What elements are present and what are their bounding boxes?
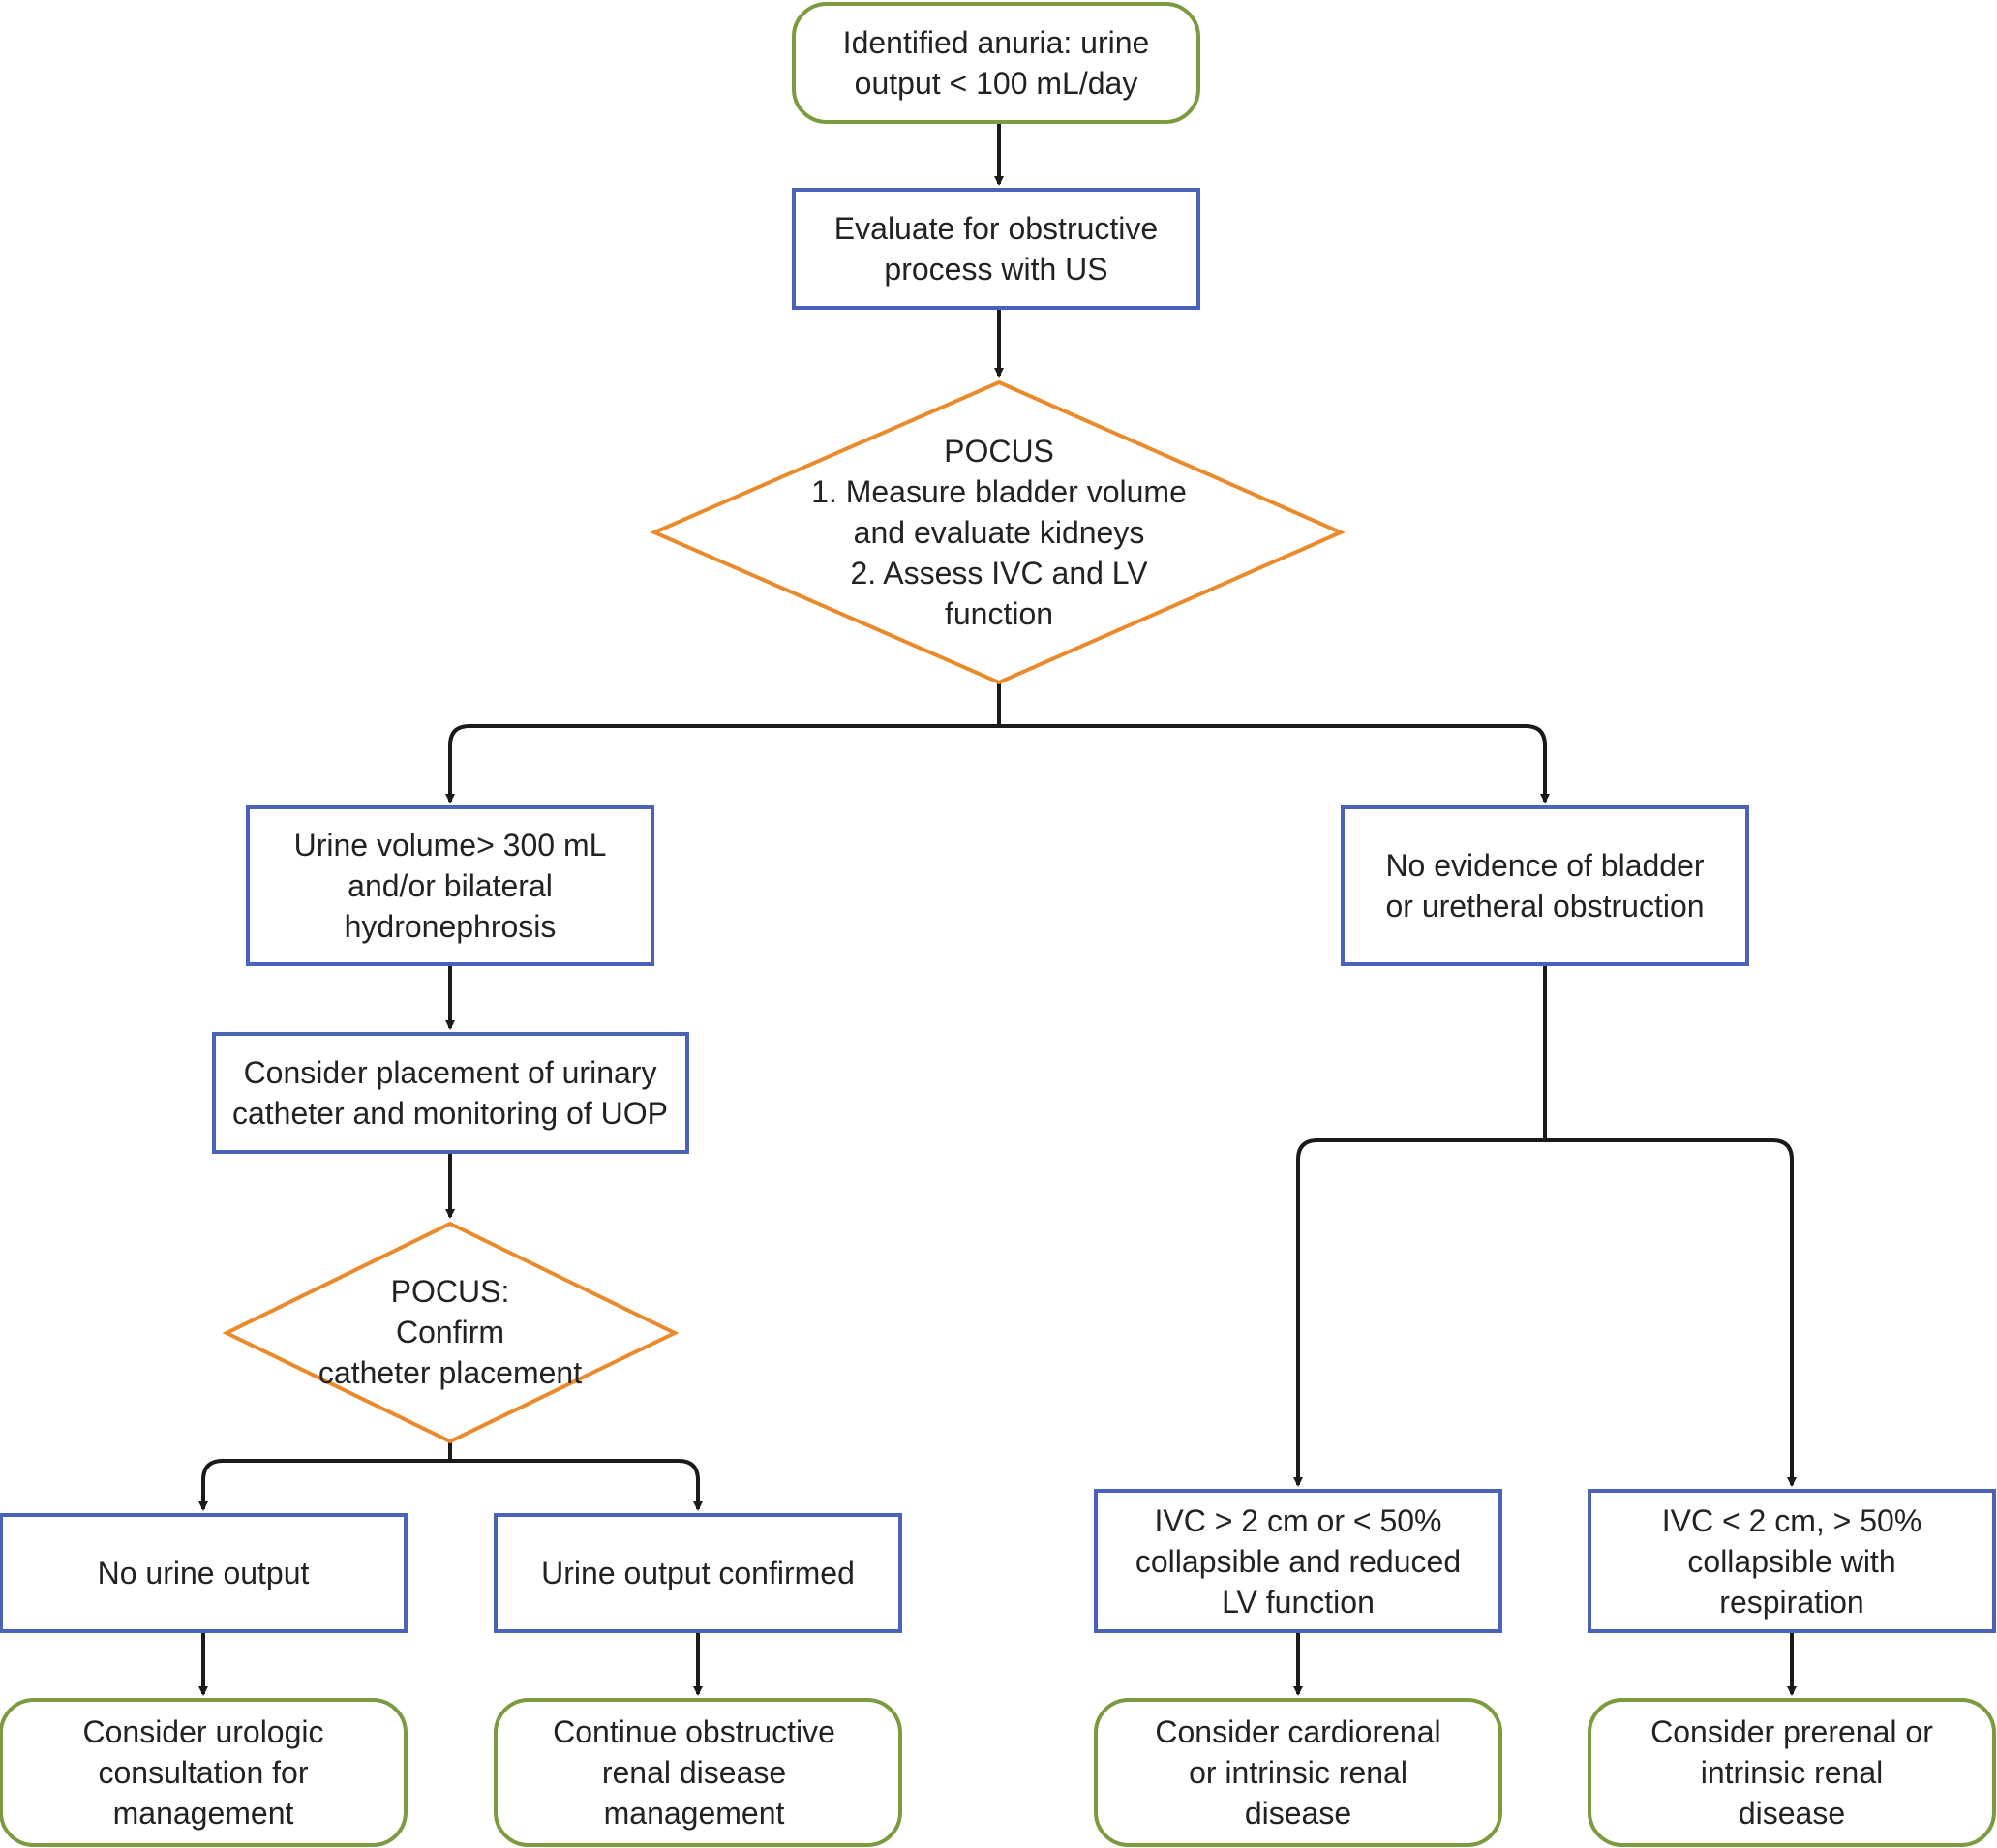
urologic-terminal-line-3: management xyxy=(113,1796,294,1831)
start-terminal-line-1: Identified anuria: urine xyxy=(843,25,1150,60)
connector-to-no-urine xyxy=(198,1459,450,1511)
no-evidence-box-line-1: No evidence of bladder xyxy=(1385,848,1704,883)
prerenal-terminal: Consider prerenal or intrinsic renal disea… xyxy=(1588,1698,1996,1847)
pocus-catheter-decision-line-3: catheter placement xyxy=(318,1355,582,1390)
ivc-high-box: IVC > 2 cm or < 50% collapsible and reduc… xyxy=(1094,1489,1502,1633)
urine-confirmed-box: Urine output confirmed xyxy=(494,1513,902,1633)
prerenal-terminal-line-3: disease xyxy=(1739,1796,1845,1831)
no-evidence-box: No evidence of bladder or uretheral obstr… xyxy=(1341,805,1749,966)
connectors xyxy=(198,122,1797,1696)
connector-pocus-to-no-evidence xyxy=(999,724,1550,803)
evaluate-us-box-shape xyxy=(792,188,1200,310)
cardiorenal-terminal-line-2: or intrinsic renal xyxy=(1189,1755,1407,1790)
connector-pocus-to-urine-volume xyxy=(445,724,999,803)
urine-confirmed-box-shape xyxy=(494,1513,902,1633)
pocus-main-decision-shape xyxy=(649,379,1346,685)
pocus-catheter-decision-shape xyxy=(222,1221,680,1444)
ivc-low-box-line-2: collapsible with xyxy=(1687,1544,1895,1579)
evaluate-us-box-line-1: Evaluate for obstructive xyxy=(834,211,1158,246)
urine-volume-box: Urine volume> 300 mL and/or bilateral hydr… xyxy=(246,805,654,966)
cardiorenal-terminal-line-3: disease xyxy=(1245,1796,1351,1831)
prerenal-terminal-shape xyxy=(1588,1698,1996,1847)
start-terminal-line-2: output < 100 mL/day xyxy=(855,66,1138,101)
prerenal-terminal-line-1: Consider prerenal or xyxy=(1650,1714,1933,1749)
ivc-low-box-line-3: respiration xyxy=(1719,1585,1863,1620)
cardiorenal-terminal: Consider cardiorenal or intrinsic renal di… xyxy=(1094,1698,1502,1847)
connector-to-ivc-high xyxy=(1293,1138,1545,1487)
connector-to-ivc-low xyxy=(1545,1138,1797,1487)
catheter-box-shape xyxy=(212,1032,689,1154)
no-evidence-box-line-2: or uretheral obstruction xyxy=(1385,889,1704,924)
pocus-main-decision-line-1: POCUS xyxy=(944,434,1054,469)
no-urine-box-line-1: No urine output xyxy=(98,1556,310,1590)
continue-obstructive-terminal-shape xyxy=(494,1698,902,1847)
cardiorenal-terminal-line-1: Consider cardiorenal xyxy=(1155,1714,1440,1749)
pocus-main-decision-line-3: and evaluate kidneys xyxy=(854,515,1145,550)
evaluate-us-box-line-2: process with US xyxy=(884,252,1107,287)
prerenal-terminal-line-2: intrinsic renal xyxy=(1701,1755,1884,1790)
no-evidence-box-shape xyxy=(1341,805,1749,966)
catheter-box-line-1: Consider placement of urinary xyxy=(244,1055,657,1090)
urine-volume-box-line-3: hydronephrosis xyxy=(345,909,557,944)
continue-obstructive-terminal-line-3: management xyxy=(604,1796,785,1831)
start-terminal-shape xyxy=(792,2,1200,124)
continue-obstructive-terminal: Continue obstructive renal disease managem… xyxy=(494,1698,902,1847)
ivc-high-box-line-2: collapsible and reduced xyxy=(1135,1544,1461,1579)
continue-obstructive-terminal-line-1: Continue obstructive xyxy=(553,1714,835,1749)
pocus-main-decision: POCUS 1. Measure bladder volume and evalua… xyxy=(649,379,1346,685)
no-urine-box-shape xyxy=(0,1513,408,1633)
urologic-terminal-line-1: Consider urologic xyxy=(82,1714,323,1749)
connector-to-urine-confirmed xyxy=(450,1459,703,1511)
pocus-main-decision-line-4: 2. Assess IVC and LV xyxy=(850,556,1148,591)
catheter-box-line-2: catheter and monitoring of UOP xyxy=(232,1096,668,1131)
pocus-catheter-decision-line-1: POCUS: xyxy=(391,1274,510,1309)
continue-obstructive-terminal-line-2: renal disease xyxy=(602,1755,786,1790)
ivc-high-box-line-3: LV function xyxy=(1222,1585,1375,1620)
pocus-main-decision-line-5: function xyxy=(945,596,1053,631)
pocus-catheter-decision-line-2: Confirm xyxy=(396,1315,504,1349)
urine-volume-box-line-2: and/or bilateral xyxy=(348,868,553,903)
ivc-high-box-line-1: IVC > 2 cm or < 50% xyxy=(1154,1503,1441,1538)
ivc-high-box-shape xyxy=(1094,1489,1502,1633)
pocus-main-decision-line-2: 1. Measure bladder volume xyxy=(811,474,1187,509)
urologic-terminal-line-2: consultation for xyxy=(98,1755,308,1790)
urine-confirmed-box-line-1: Urine output confirmed xyxy=(541,1556,855,1590)
ivc-low-box: IVC < 2 cm, > 50% collapsible with respira… xyxy=(1588,1489,1996,1633)
ivc-low-box-shape xyxy=(1588,1489,1996,1633)
urine-volume-box-line-1: Urine volume> 300 mL xyxy=(294,828,607,863)
catheter-box: Consider placement of urinary catheter an… xyxy=(212,1032,689,1154)
cardiorenal-terminal-shape xyxy=(1094,1698,1502,1847)
evaluate-us-box: Evaluate for obstructive process with US xyxy=(792,188,1200,310)
urologic-terminal-shape xyxy=(0,1698,408,1847)
pocus-catheter-decision: POCUS: Confirm catheter placement xyxy=(222,1221,680,1444)
ivc-low-box-line-1: IVC < 2 cm, > 50% xyxy=(1662,1503,1922,1538)
urine-volume-box-shape xyxy=(246,805,654,966)
start-terminal: Identified anuria: urine output < 100 mL/… xyxy=(792,2,1200,124)
urologic-terminal: Consider urologic consultation for managem… xyxy=(0,1698,408,1847)
no-urine-box: No urine output xyxy=(0,1513,408,1633)
